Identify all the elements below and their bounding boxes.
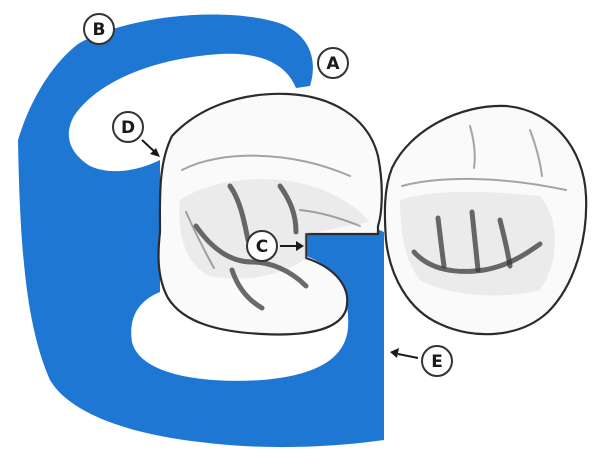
callout-marker-e: E: [422, 346, 452, 376]
callout-marker-a: A: [318, 48, 348, 78]
callout-label-c: C: [256, 237, 268, 257]
callout-label-e: E: [431, 352, 443, 372]
callout-label-a: A: [326, 54, 340, 74]
adjacent-tooth: [385, 106, 586, 334]
callout-marker-b: B: [84, 14, 114, 44]
callout-label-d: D: [121, 118, 135, 138]
callout-marker-d: D: [113, 112, 143, 142]
callout-marker-c: C: [247, 231, 277, 261]
arrow-e-head: [390, 348, 399, 358]
arrow-e: [398, 354, 418, 358]
callout-label-b: B: [93, 20, 106, 40]
main-tooth: [158, 94, 381, 335]
